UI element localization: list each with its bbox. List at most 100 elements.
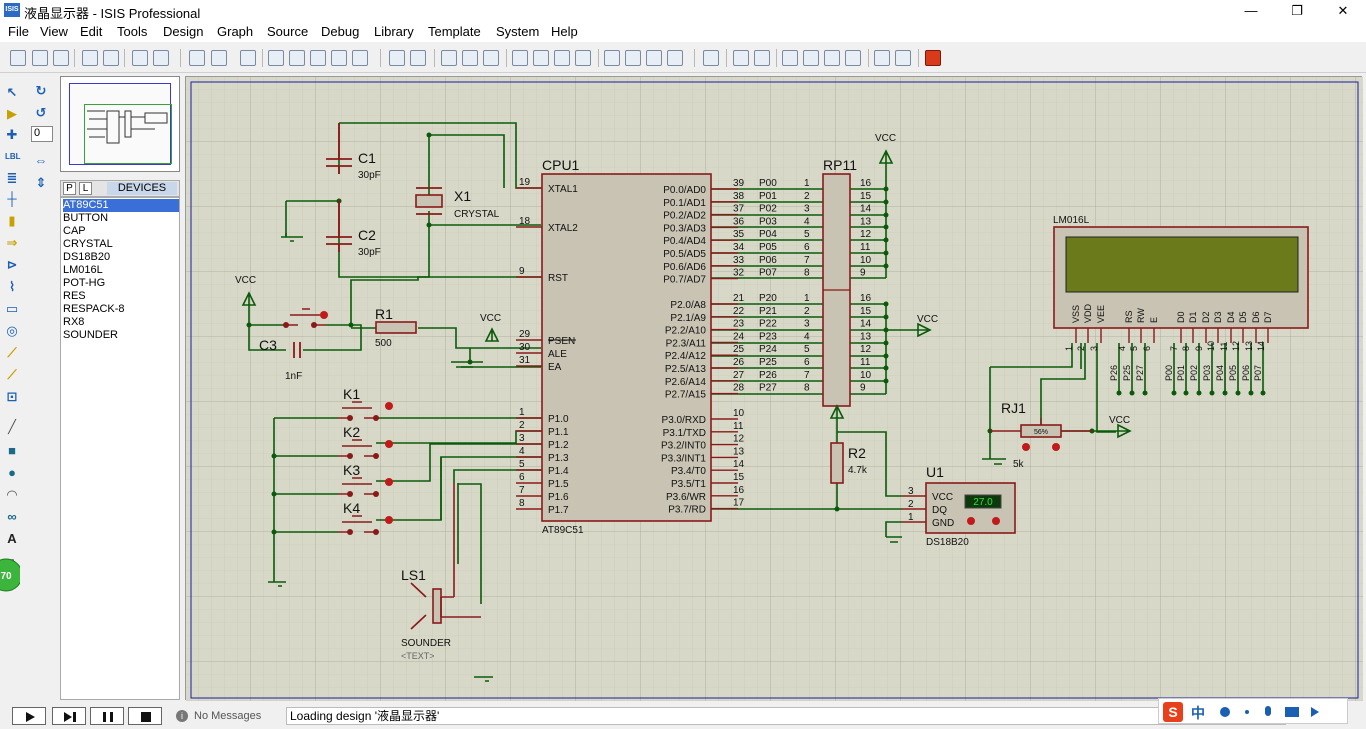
step-button[interactable] <box>52 707 86 725</box>
device-item[interactable]: RESPACK-8 <box>63 303 125 315</box>
subcircuit-icon[interactable]: ▮ <box>8 213 16 228</box>
potentiometer-rj1[interactable]: 56% RJ1 5k <box>990 400 1092 470</box>
origin-icon[interactable] <box>240 50 256 66</box>
wire-label-icon[interactable]: LBL <box>5 152 21 161</box>
electrical-rule-check-icon[interactable] <box>895 50 911 66</box>
add-sheet-icon[interactable] <box>803 50 819 66</box>
undo-icon[interactable] <box>389 50 405 66</box>
device-item[interactable]: LM016L <box>63 264 103 276</box>
capacitor-c1[interactable]: C1 30pF <box>326 123 381 181</box>
import-icon[interactable] <box>82 50 98 66</box>
virtual-instruments-icon[interactable]: ⊡ <box>6 389 18 404</box>
decompose-icon[interactable] <box>667 50 683 66</box>
rotate-ccw-icon[interactable]: ↺ <box>35 105 47 120</box>
open-file-icon[interactable] <box>32 50 48 66</box>
block-rotate-icon[interactable] <box>554 50 570 66</box>
device-item[interactable]: POT-HG <box>63 277 106 289</box>
device-item[interactable]: RX8 <box>63 316 85 328</box>
print-area-icon[interactable] <box>153 50 169 66</box>
overview-window[interactable] <box>60 76 180 172</box>
key-2[interactable]: K2 <box>338 424 393 459</box>
menu-view[interactable]: View <box>40 24 68 39</box>
arc-tool-icon[interactable]: ◠ <box>7 487 17 502</box>
key-1[interactable]: K1 <box>338 386 393 421</box>
ime-language[interactable]: 中 <box>1191 705 1205 721</box>
grid-icon[interactable] <box>211 50 227 66</box>
goto-sheet-icon[interactable] <box>845 50 861 66</box>
crystal-x1[interactable]: X1 CRYSTAL <box>415 187 500 220</box>
terminals-icon[interactable]: ⇒ <box>6 235 18 250</box>
menu-debug[interactable]: Debug <box>321 24 360 39</box>
device-item[interactable]: RES <box>63 290 86 302</box>
block-delete-icon[interactable] <box>575 50 591 66</box>
minimize-button[interactable]: — <box>1244 3 1258 18</box>
mirror-y-icon[interactable]: ⇕ <box>35 175 47 190</box>
pot-up-button[interactable] <box>1052 443 1060 451</box>
bus-icon[interactable]: ┼ <box>7 191 17 206</box>
generator-icon[interactable]: ◎ <box>6 323 18 338</box>
reset-button[interactable] <box>283 308 328 328</box>
menu-edit[interactable]: Edit <box>80 24 103 39</box>
device-item[interactable]: CAP <box>63 225 86 237</box>
schematic-drawing[interactable]: CPU1 AT89C51 19XTAL118XTAL29RST29PSEN30A… <box>186 77 1363 701</box>
current-probe-icon[interactable]: ⟋ <box>7 367 17 382</box>
pick-devices-button[interactable]: P <box>63 182 76 195</box>
menu-graph[interactable]: Graph <box>217 24 254 39</box>
menu-tools[interactable]: Tools <box>117 24 148 39</box>
text-tool-icon[interactable]: A <box>7 531 17 546</box>
cut-icon[interactable] <box>441 50 457 66</box>
zoom-out-icon[interactable] <box>310 50 326 66</box>
close-button[interactable]: ✕ <box>1337 3 1349 18</box>
resistor-r1[interactable]: R1 500 <box>375 306 417 349</box>
new-sheet-icon[interactable] <box>782 50 798 66</box>
box-tool-icon[interactable]: ■ <box>8 443 16 458</box>
save-icon[interactable] <box>53 50 69 66</box>
device-item[interactable]: AT89C51 <box>63 199 179 212</box>
redraw-icon[interactable] <box>189 50 205 66</box>
zoom-area-icon[interactable] <box>352 50 368 66</box>
menu-file[interactable]: File <box>8 24 29 39</box>
stop-button[interactable] <box>128 707 162 725</box>
pick-device-icon[interactable] <box>604 50 620 66</box>
block-move-icon[interactable] <box>533 50 549 66</box>
overview-viewport[interactable] <box>84 104 172 164</box>
capacitor-c2[interactable]: C2 30pF <box>326 200 381 258</box>
key-3[interactable]: K3 <box>338 462 393 497</box>
rotation-angle-field[interactable]: 0 <box>31 126 53 142</box>
new-file-icon[interactable] <box>10 50 26 66</box>
ime-toolbar[interactable]: S 中 <box>1158 698 1348 724</box>
pause-button[interactable] <box>90 707 124 725</box>
pot-down-button[interactable] <box>1022 443 1030 451</box>
junction-dot-icon[interactable]: ✚ <box>6 127 18 142</box>
menu-help[interactable]: Help <box>551 24 578 39</box>
sensor-ds18b20[interactable]: U1 DS18B20 VCC DQ GND 3 2 1 27.0 <box>902 464 1016 548</box>
menu-source[interactable]: Source <box>267 24 309 39</box>
play-button[interactable] <box>12 707 46 725</box>
tape-recorder-icon[interactable]: ▭ <box>5 301 19 316</box>
temp-up-button[interactable] <box>992 517 1000 525</box>
menu-template[interactable]: Template <box>428 24 481 39</box>
device-pins-icon[interactable]: ⊳ <box>6 257 18 272</box>
ares-netlist-icon[interactable] <box>925 50 941 66</box>
copy-icon[interactable] <box>462 50 478 66</box>
packaging-icon[interactable] <box>646 50 662 66</box>
device-item[interactable]: BUTTON <box>63 212 109 224</box>
cpu-at89c51[interactable]: CPU1 AT89C51 19XTAL118XTAL29RST29PSEN30A… <box>516 157 777 536</box>
zoom-all-icon[interactable] <box>331 50 347 66</box>
library-manager-button[interactable]: L <box>79 182 92 195</box>
selection-mode-icon[interactable]: ↖ <box>6 85 18 100</box>
rotate-cw-icon[interactable]: ↻ <box>35 83 47 98</box>
zoom-in-icon[interactable] <box>289 50 305 66</box>
make-device-icon[interactable] <box>625 50 641 66</box>
graph-icon[interactable]: ⌇ <box>8 279 16 294</box>
search-tag-icon[interactable] <box>733 50 749 66</box>
maximize-button[interactable]: ❐ <box>1291 3 1303 18</box>
voltage-probe-icon[interactable]: ⟋ <box>7 345 17 360</box>
line-tool-icon[interactable]: ╱ <box>8 419 16 434</box>
redo-icon[interactable] <box>410 50 426 66</box>
sounder-ls1[interactable]: LS1 SOUNDER <TEXT> <box>401 483 481 661</box>
